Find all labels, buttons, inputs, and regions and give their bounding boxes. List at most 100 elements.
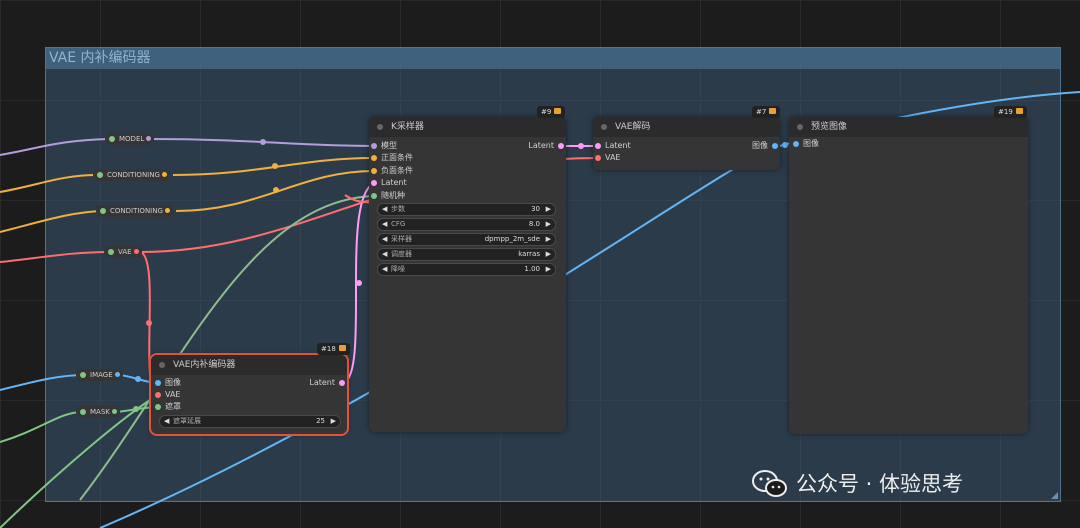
slot-label: Latent: [309, 378, 335, 387]
slot-dot[interactable]: [371, 155, 377, 161]
slot-dot[interactable]: [558, 143, 564, 149]
reroute-output-dot[interactable]: [111, 409, 117, 414]
increment-icon[interactable]: ▶: [545, 265, 551, 273]
slot-dot[interactable]: [371, 143, 377, 149]
increment-icon[interactable]: ▶: [545, 235, 551, 243]
collapse-toggle[interactable]: [601, 124, 607, 130]
fox-icon: [554, 108, 562, 114]
decrement-icon[interactable]: ◀: [382, 265, 388, 273]
slot-dot[interactable]: [595, 143, 601, 149]
slot-dot[interactable]: [595, 155, 601, 161]
output-image[interactable]: 图像: [752, 140, 778, 152]
badge-text: #19: [998, 108, 1013, 116]
reroute-vae[interactable]: VAE: [104, 246, 142, 258]
reroute-model[interactable]: MODEL: [105, 133, 155, 145]
reroute-input-dot[interactable]: [100, 208, 106, 214]
fox-icon: [338, 345, 346, 351]
group-resize-handle[interactable]: [1051, 492, 1058, 499]
reroute-output-dot[interactable]: [146, 136, 152, 141]
input-negative[interactable]: 负面条件: [371, 165, 413, 177]
reroute-label: IMAGE: [90, 371, 113, 379]
slot-dot[interactable]: [772, 143, 778, 149]
slot-dot[interactable]: [339, 380, 345, 386]
slot-dot[interactable]: [155, 392, 161, 398]
widget-value: 25: [316, 417, 325, 425]
reroute-output-dot[interactable]: [161, 172, 167, 177]
slot-label: 正面条件: [381, 153, 413, 162]
input-mask[interactable]: 遮罩: [155, 401, 181, 413]
increment-icon[interactable]: ▶: [545, 220, 551, 228]
widget-label: 遮罩延展: [173, 417, 201, 425]
slot-label: 负面条件: [381, 166, 413, 175]
input-vae[interactable]: VAE: [595, 152, 621, 164]
input-vae[interactable]: VAE: [155, 389, 181, 401]
link-midpoint: [782, 142, 788, 148]
preview-title-bar[interactable]: 预览图像: [789, 117, 1028, 137]
ksampler-title-bar[interactable]: K采样器: [369, 117, 566, 137]
input-images[interactable]: 图像: [793, 138, 819, 150]
vae-inpaint-title-bar[interactable]: VAE内补编码器: [151, 355, 347, 375]
collapse-toggle[interactable]: [159, 362, 165, 368]
widget-grow-mask[interactable]: ◀遮罩延展 25 ▶: [159, 415, 341, 428]
slot-dot[interactable]: [793, 141, 799, 147]
vae-decode-node[interactable]: VAE解码 Latent VAE 图像: [593, 117, 780, 170]
input-pixels[interactable]: 图像: [155, 377, 181, 389]
collapse-toggle[interactable]: [377, 124, 383, 130]
increment-icon[interactable]: ▶: [330, 417, 336, 425]
reroute-conditioning-1[interactable]: CONDITIONING: [93, 169, 170, 181]
input-samples[interactable]: Latent: [595, 140, 631, 152]
fox-icon: [1015, 108, 1023, 114]
wechat-icon: [752, 469, 788, 499]
decrement-icon[interactable]: ◀: [164, 417, 170, 425]
reroute-input-dot[interactable]: [97, 172, 103, 178]
vae-inpaint-encoder-node[interactable]: VAE内补编码器 图像 VAE 遮罩 Latent ◀遮罩延展 25 ▶: [149, 353, 349, 436]
reroute-conditioning-2[interactable]: CONDITIONING: [96, 205, 173, 217]
link-cond2-in: [0, 210, 103, 233]
slot-dot[interactable]: [371, 168, 377, 174]
reroute-mask[interactable]: MASK: [76, 406, 120, 418]
input-positive[interactable]: 正面条件: [371, 152, 413, 164]
reroute-input-dot[interactable]: [80, 372, 86, 378]
slot-label: 图像: [752, 141, 768, 150]
output-latent[interactable]: Latent: [309, 377, 345, 389]
input-latent[interactable]: Latent: [371, 177, 407, 189]
collapse-toggle[interactable]: [797, 124, 803, 130]
input-seed[interactable]: 随机种: [371, 190, 405, 202]
slot-dot[interactable]: [371, 180, 377, 186]
slot-label: Latent: [528, 141, 554, 150]
slot-dot[interactable]: [155, 404, 161, 410]
widget-label: 采样器: [391, 235, 412, 243]
preview-image-node[interactable]: 预览图像 图像: [789, 117, 1028, 434]
output-latent[interactable]: Latent: [528, 140, 564, 152]
slot-dot[interactable]: [371, 193, 377, 199]
decrement-icon[interactable]: ◀: [382, 250, 388, 258]
increment-icon[interactable]: ▶: [545, 205, 551, 213]
decrement-icon[interactable]: ◀: [382, 205, 388, 213]
vae-decode-title-bar[interactable]: VAE解码: [593, 117, 780, 137]
reroute-input-dot[interactable]: [109, 136, 115, 142]
reroute-image[interactable]: IMAGE: [76, 369, 123, 381]
link-latent-inpaint: [343, 182, 375, 384]
group-title[interactable]: VAE 内补编码器: [46, 48, 1060, 69]
decrement-icon[interactable]: ◀: [382, 235, 388, 243]
reroute-output-dot[interactable]: [164, 208, 170, 213]
reroute-output-dot[interactable]: [133, 249, 139, 254]
increment-icon[interactable]: ▶: [545, 250, 551, 258]
input-model[interactable]: 模型: [371, 140, 397, 152]
reroute-output-dot[interactable]: [114, 372, 120, 377]
slot-dot[interactable]: [155, 380, 161, 386]
decrement-icon[interactable]: ◀: [382, 220, 388, 228]
preview-title: 预览图像: [811, 122, 848, 132]
reroute-input-dot[interactable]: [108, 249, 114, 255]
ksampler-title: K采样器: [391, 122, 424, 132]
link-midpoint: [135, 376, 141, 382]
reroute-input-dot[interactable]: [80, 409, 86, 415]
reroute-label: MASK: [90, 408, 110, 416]
